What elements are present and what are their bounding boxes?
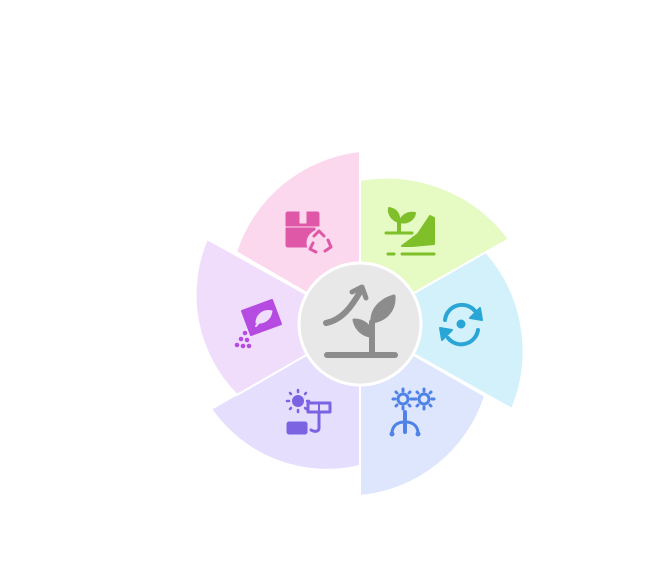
seed-packet-icon [234,299,282,349]
cycle-refresh-icon [439,302,483,347]
sun-panel-battery-icon [285,388,332,435]
growing-plant-arrow-icon [323,284,398,358]
flowers-roots-icon [389,387,436,437]
recycle-box-icon [285,211,334,257]
plant-in-hand-icon [384,207,436,256]
